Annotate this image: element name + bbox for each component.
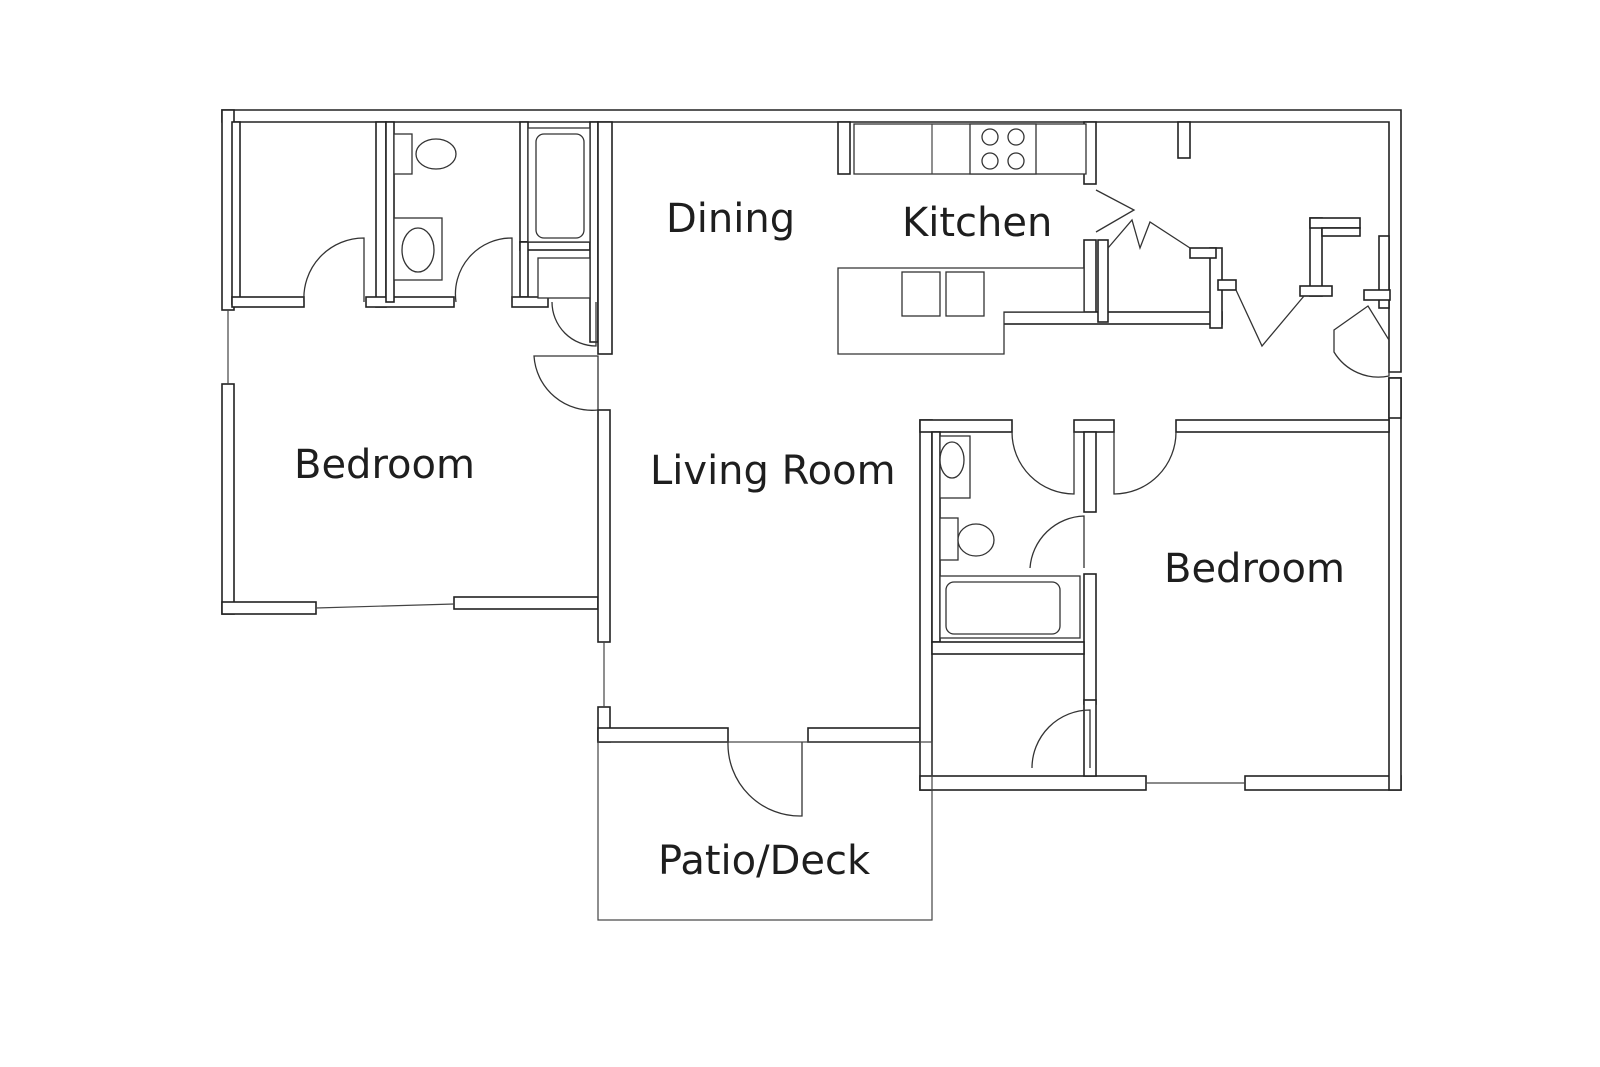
windows <box>227 310 1245 784</box>
interior-walls <box>231 121 1391 777</box>
doors <box>303 189 1390 817</box>
sink-icon <box>939 441 965 479</box>
room-label-bedroom-left: Bedroom <box>294 442 475 488</box>
toilet-icon <box>415 138 457 170</box>
toilet-tank-icon <box>393 133 413 175</box>
room-label-bedroom-right: Bedroom <box>1164 546 1345 592</box>
double-sink-right <box>945 271 985 317</box>
room-label-kitchen: Kitchen <box>902 200 1052 246</box>
room-label-living-room: Living Room <box>650 448 896 494</box>
exterior-walls <box>221 109 1402 791</box>
toilet-icon <box>957 523 995 557</box>
stove-icon <box>969 123 1037 175</box>
room-label-patio: Patio/Deck <box>658 838 871 884</box>
fixtures <box>393 123 1087 639</box>
patio-outline <box>597 741 933 921</box>
sink-icon <box>401 227 435 273</box>
double-sink-left <box>901 271 941 317</box>
toilet-tank-icon <box>939 517 959 561</box>
room-label-dining: Dining <box>666 196 795 242</box>
